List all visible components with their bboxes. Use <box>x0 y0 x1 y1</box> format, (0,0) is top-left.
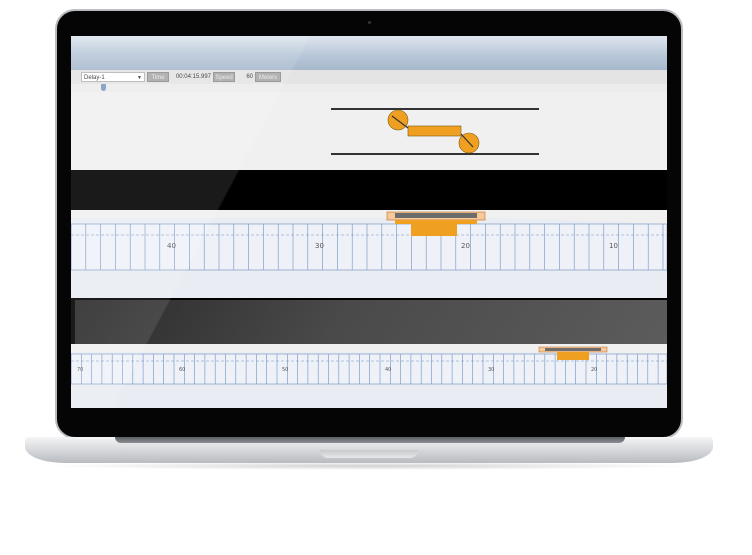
right-crank <box>460 133 474 148</box>
ruler-label: 30 <box>315 242 324 250</box>
ruler-label: 50 <box>282 367 288 373</box>
track-ruler-bottom: 70 60 50 40 30 20 <box>71 346 667 408</box>
time-button[interactable]: Time <box>147 72 169 82</box>
coupler-bar <box>407 125 462 137</box>
track-ruler-top: 40 30 20 10 <box>71 211 667 298</box>
linkage-diagram <box>331 108 539 155</box>
scenario-select-value: Delay-1 <box>84 75 105 81</box>
animation-view <box>71 92 667 170</box>
track-band-top: 40 30 20 10 <box>71 210 667 298</box>
ruler-label: 70 <box>77 367 83 373</box>
timeline-slider[interactable] <box>71 84 667 92</box>
screen: Delay-1 ▼ Time 00:04:15.997 Speed 60 Met… <box>71 36 667 408</box>
laptop-hinge <box>115 437 625 443</box>
left-crank <box>391 115 409 129</box>
laptop-notch <box>320 450 418 458</box>
ruler-label: 40 <box>167 242 176 250</box>
scenario-select[interactable]: Delay-1 ▼ <box>81 72 145 82</box>
ruler-label: 20 <box>591 367 597 373</box>
timeline-slider-thumb[interactable] <box>101 84 106 91</box>
ruler-label: 30 <box>488 367 494 373</box>
speed-value: 60 <box>246 74 253 80</box>
preview-panel <box>75 300 667 350</box>
ruler-label: 60 <box>179 367 185 373</box>
train-bottom <box>538 346 608 360</box>
train-top <box>386 211 486 236</box>
toolbar: Delay-1 ▼ Time 00:04:15.997 Speed 60 Met… <box>71 70 667 84</box>
laptop-shadow <box>40 462 700 470</box>
window-titlebar <box>71 36 667 70</box>
camera-icon <box>368 21 371 24</box>
track-band-bottom: 70 60 50 40 30 20 <box>71 344 667 408</box>
ruler-label: 40 <box>385 367 391 373</box>
chevron-down-icon[interactable]: ▼ <box>137 75 142 81</box>
time-value: 00:04:15.997 <box>175 74 211 80</box>
meters-button[interactable]: Meters <box>255 72 281 82</box>
speed-button[interactable]: Speed <box>213 72 235 82</box>
ruler-label: 20 <box>461 242 470 250</box>
ruler-label: 10 <box>609 242 618 250</box>
